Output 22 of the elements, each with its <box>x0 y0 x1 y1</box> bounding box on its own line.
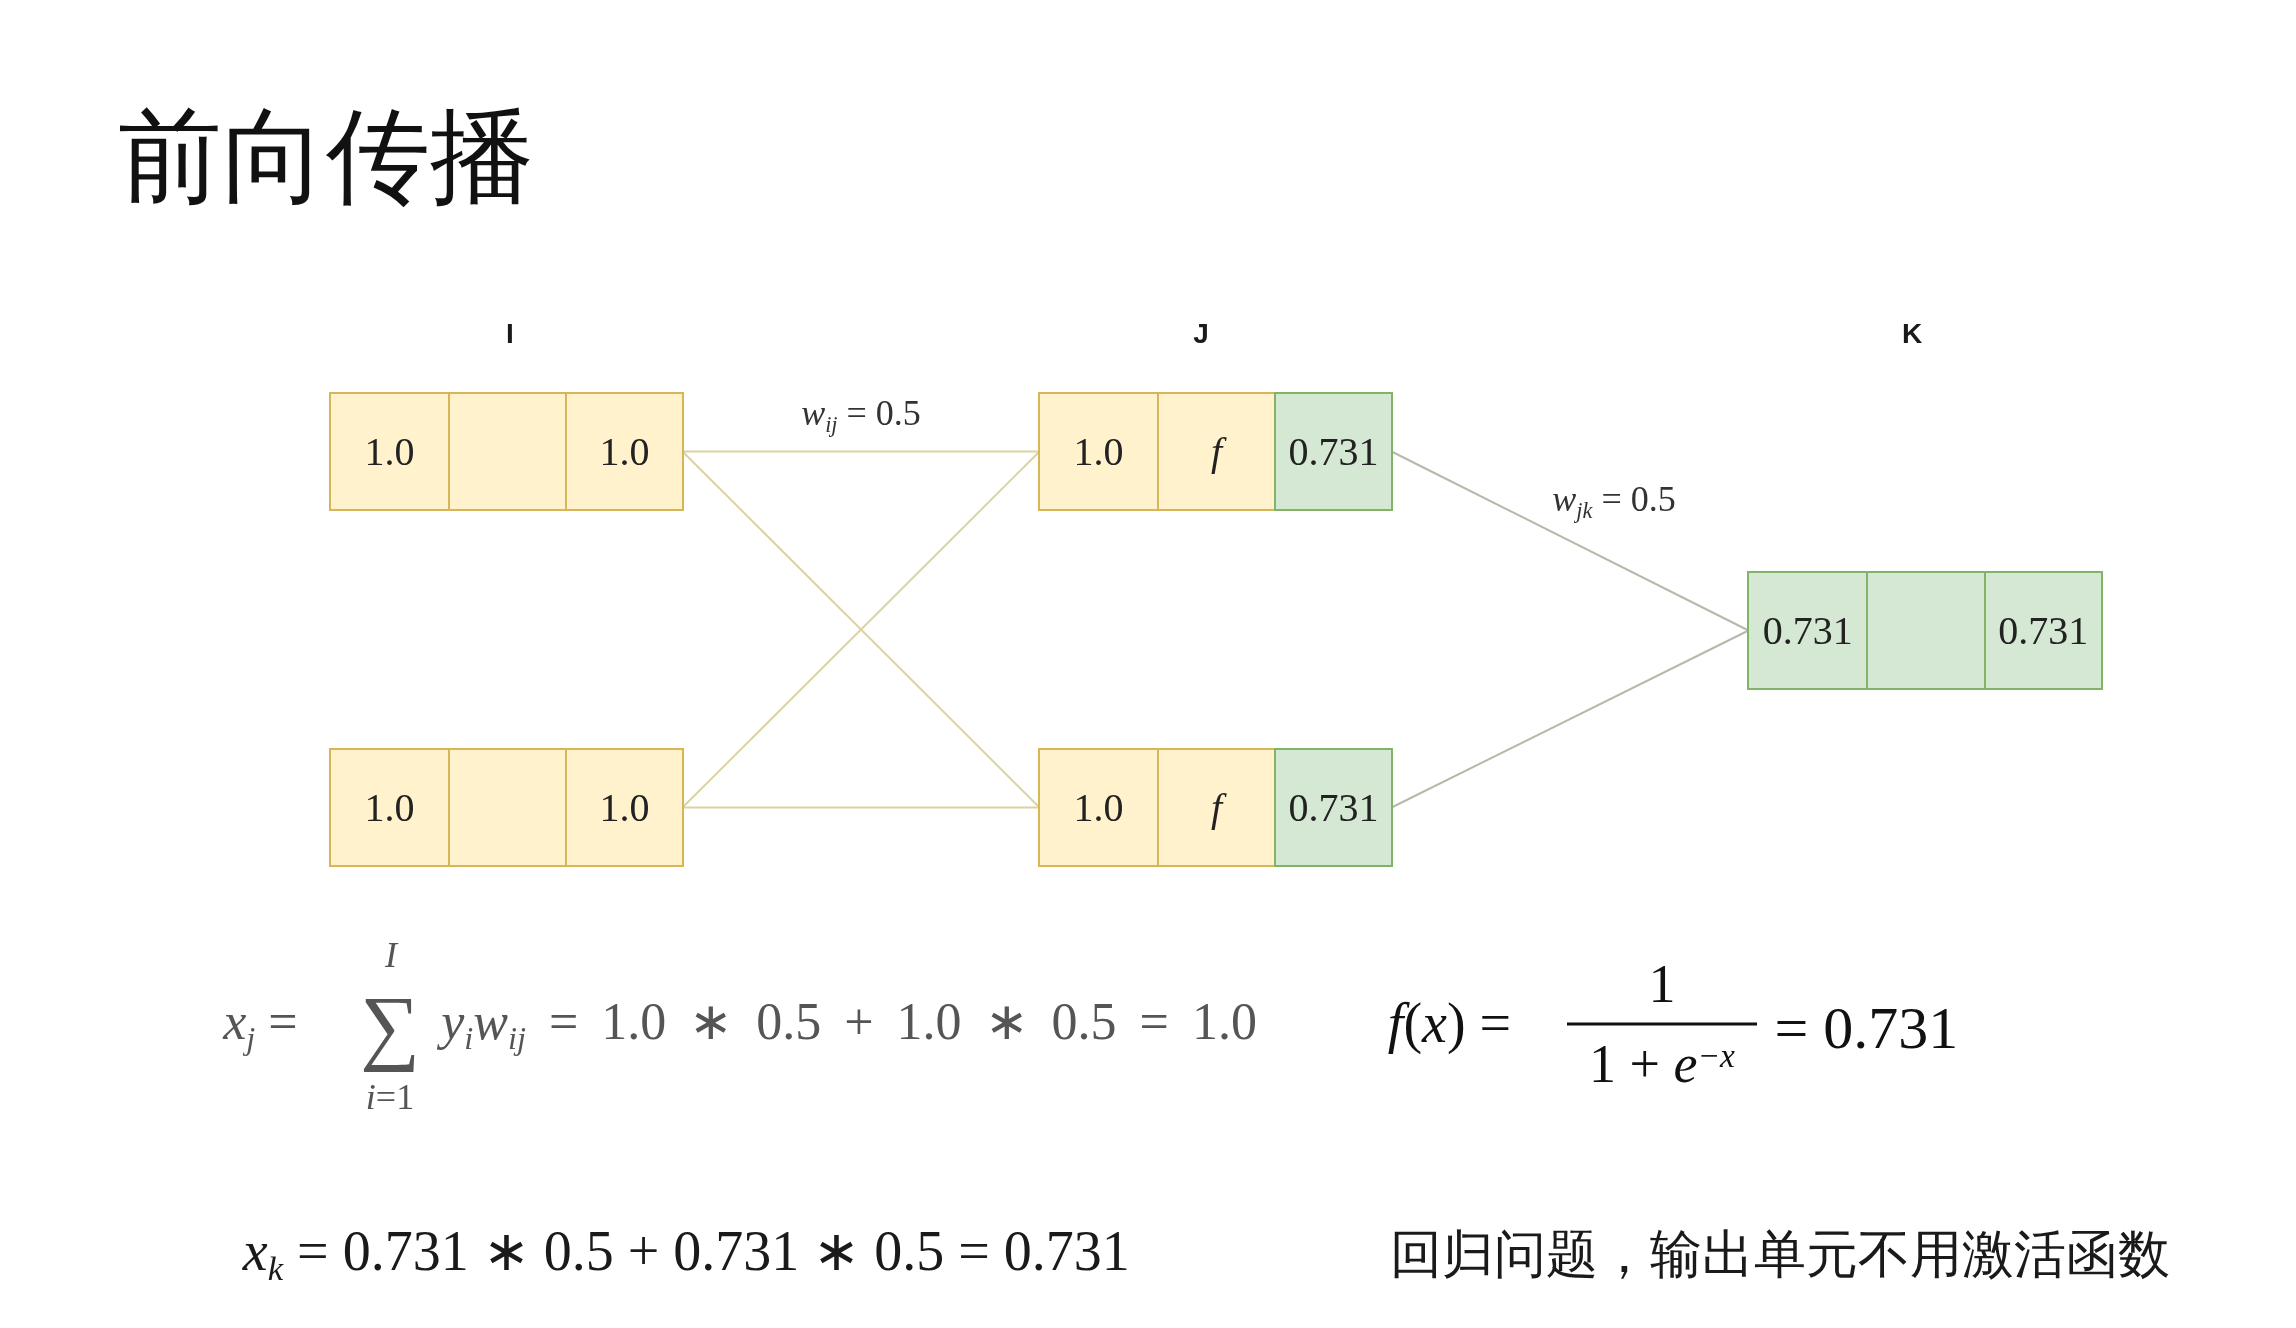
formula-result: = 0.731 <box>1773 993 1960 1063</box>
neuron-box <box>329 748 684 867</box>
neuron-box <box>1038 392 1393 511</box>
activation-output-cell: 0.731 <box>1274 748 1393 867</box>
formula-text: x$_{k}$ = 0.731 ∗ 0.5 + 0.731 ∗ 0.5 = 0.731 <box>241 1218 1131 1291</box>
formula-term: x$_{j}$ = <box>221 992 299 1058</box>
neuron-box <box>1038 748 1393 867</box>
note-text: 回归问题，输出单元不用激活函数 <box>1389 1222 2172 1286</box>
sum-upper-limit: I <box>384 933 400 977</box>
fraction-numerator: 1 <box>1647 952 1677 1016</box>
neuron-box <box>329 392 684 511</box>
activation-output-cell: 0.731 <box>1274 392 1393 511</box>
layer-label: J <box>1192 317 1210 352</box>
formula-text: y$_{i}$w$_{ij}$ = 1.0 ∗ 0.5 + 1.0 ∗ 0.5 = 1.0 <box>434 982 1265 1064</box>
sum-lower-limit: i=1 <box>364 1075 416 1119</box>
layer-label: K <box>1900 317 1924 352</box>
layer-label: I <box>505 317 515 352</box>
formula-term: f(x) = <box>1386 990 1513 1056</box>
fraction-denominator: 1 + e$^{−x}$ <box>1588 1032 1736 1096</box>
sum-symbol: ∑ <box>359 979 421 1073</box>
slide-title: 前向传播 <box>118 97 534 217</box>
neuron-box <box>1747 571 2103 690</box>
